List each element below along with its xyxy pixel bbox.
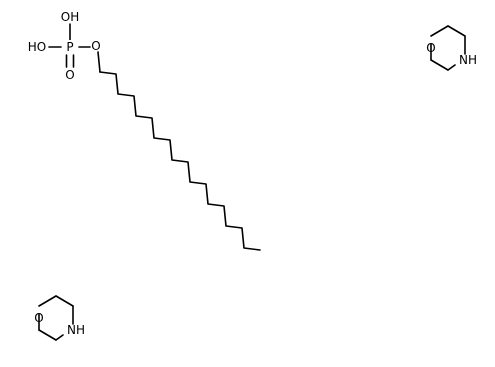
morpholine-1-nh-label: NH [459, 53, 477, 67]
morpholine-1-oxygen-label: O [426, 41, 435, 55]
o-chain-bond [97, 51, 101, 73]
morpholine-2-nh-label: NH [67, 323, 85, 337]
oxo-oxygen-label: O [65, 68, 74, 82]
phosphate-group [48, 23, 101, 73]
octadecyl-chain [99, 71, 261, 251]
ester-oxygen-label: O [91, 39, 100, 53]
morpholine-2: O NH [34, 295, 85, 341]
phosphorus-label: P [66, 40, 73, 54]
hydroxyl-top-label: OH [61, 10, 79, 24]
morpholine-1: O NH [426, 25, 477, 71]
phosphate-labels: P OH HO O O [28, 10, 101, 82]
hydroxyl-left-label: HO [28, 40, 46, 54]
morpholine-2-oxygen-label: O [34, 311, 43, 325]
